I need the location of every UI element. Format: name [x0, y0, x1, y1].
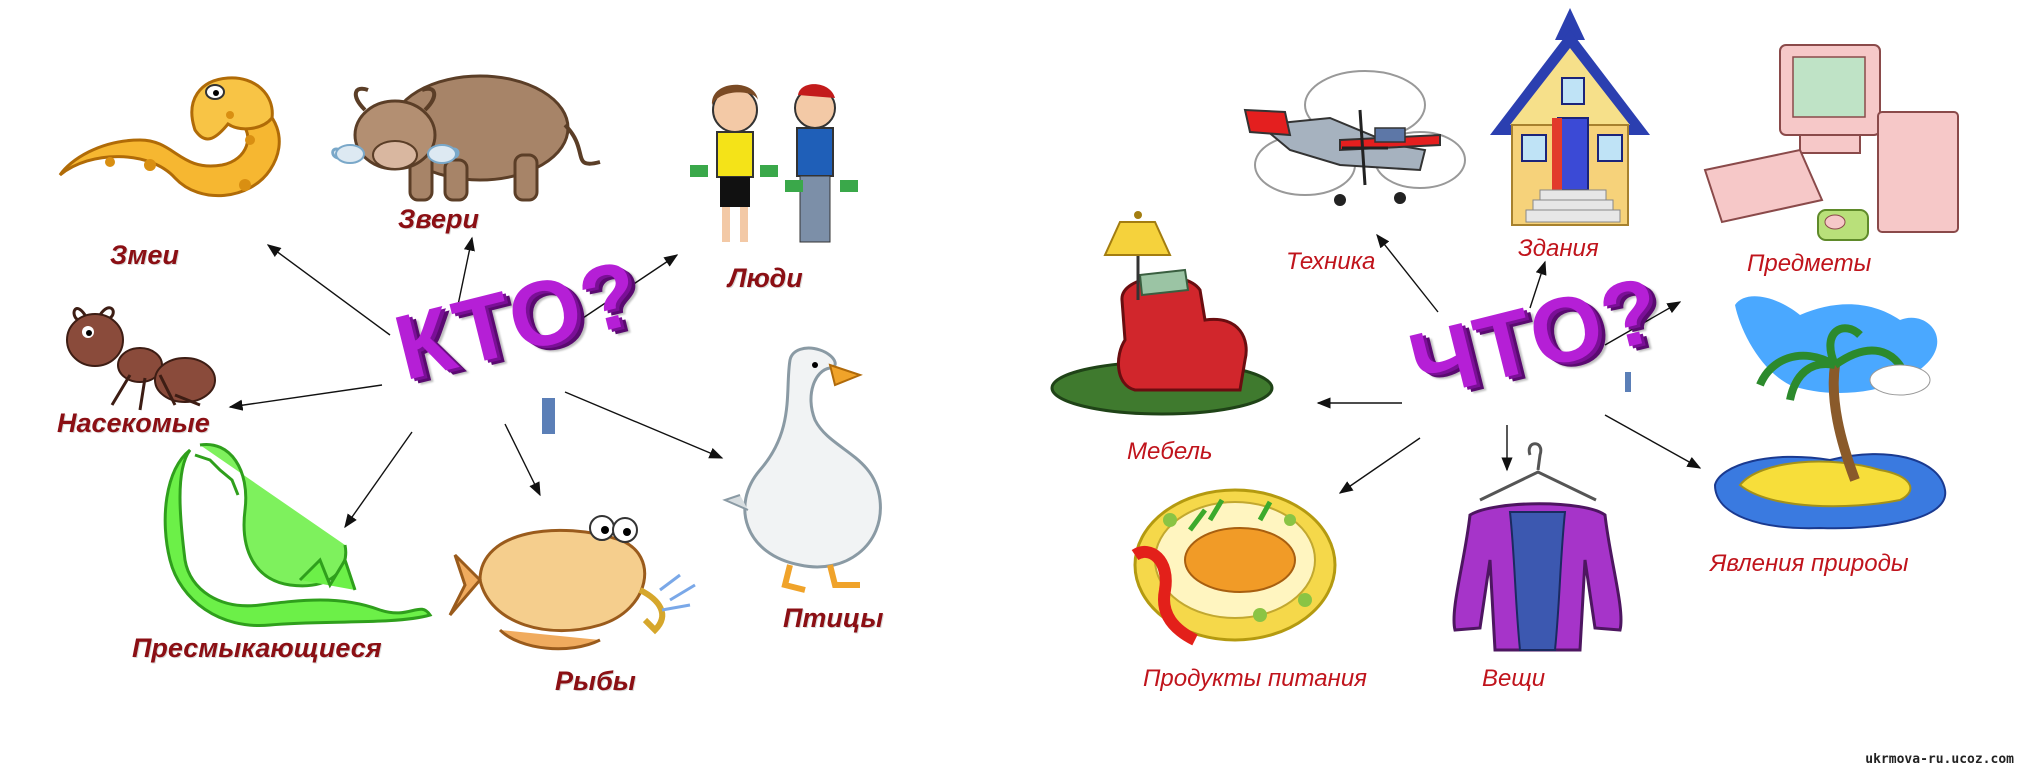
- label-buildings: Здания: [1518, 235, 1599, 262]
- arrow-to-technology: [1376, 233, 1439, 313]
- left-arrows: [228, 236, 724, 529]
- house-icon: [1490, 8, 1650, 226]
- arrow-to-reptiles: [344, 431, 413, 529]
- arrow-to-nature: [1604, 414, 1702, 469]
- island-icon: [1713, 296, 1947, 530]
- arrow-to-snakes: [266, 244, 391, 336]
- arrow-to-people: [579, 254, 679, 321]
- arrow-to-food: [1338, 437, 1421, 494]
- label-technology: Техника: [1286, 248, 1376, 275]
- food-plate-icon: [1131, 488, 1337, 646]
- clothes-hanger-icon: [1452, 442, 1623, 652]
- arrow-to-fish: [504, 423, 541, 497]
- label-fish: Рыбы: [555, 666, 636, 696]
- label-snakes: Змеи: [110, 240, 179, 270]
- small-marker-right: [1625, 372, 1631, 392]
- label-things: Вещи: [1482, 665, 1546, 692]
- label-nature: Явления природы: [1710, 550, 1909, 577]
- right-arrows: [1316, 233, 1702, 494]
- label-insects: Насекомые: [57, 408, 210, 438]
- small-marker-left: [542, 398, 555, 434]
- goose-icon: [722, 346, 882, 593]
- fish-icon: [448, 515, 696, 651]
- label-people: Люди: [728, 263, 803, 293]
- crocodile-icon: [163, 442, 433, 628]
- arrow-to-objects: [1604, 301, 1682, 346]
- label-beasts: Звери: [398, 204, 479, 234]
- ant-icon: [66, 306, 216, 411]
- label-reptiles: Пресмыкающиеся: [132, 633, 382, 663]
- label-furniture: Мебель: [1127, 438, 1213, 465]
- arrow-to-insects: [228, 384, 383, 411]
- arrow-to-beasts: [457, 236, 475, 306]
- airplane-icon: [1243, 70, 1466, 206]
- watermark: ukrmova-ru.ucoz.com: [1865, 752, 2014, 767]
- label-food: Продукты питания: [1143, 665, 1368, 692]
- armchair-icon: [1050, 211, 1274, 416]
- computer-icon: [1703, 44, 1959, 241]
- bull-icon: [331, 74, 601, 202]
- snake-icon: [58, 76, 281, 198]
- arrow-to-buildings: [1529, 260, 1547, 309]
- label-birds: Птицы: [783, 603, 884, 633]
- arrow-to-birds: [564, 391, 724, 459]
- people-icon: [690, 84, 858, 243]
- label-objects: Предметы: [1747, 250, 1872, 277]
